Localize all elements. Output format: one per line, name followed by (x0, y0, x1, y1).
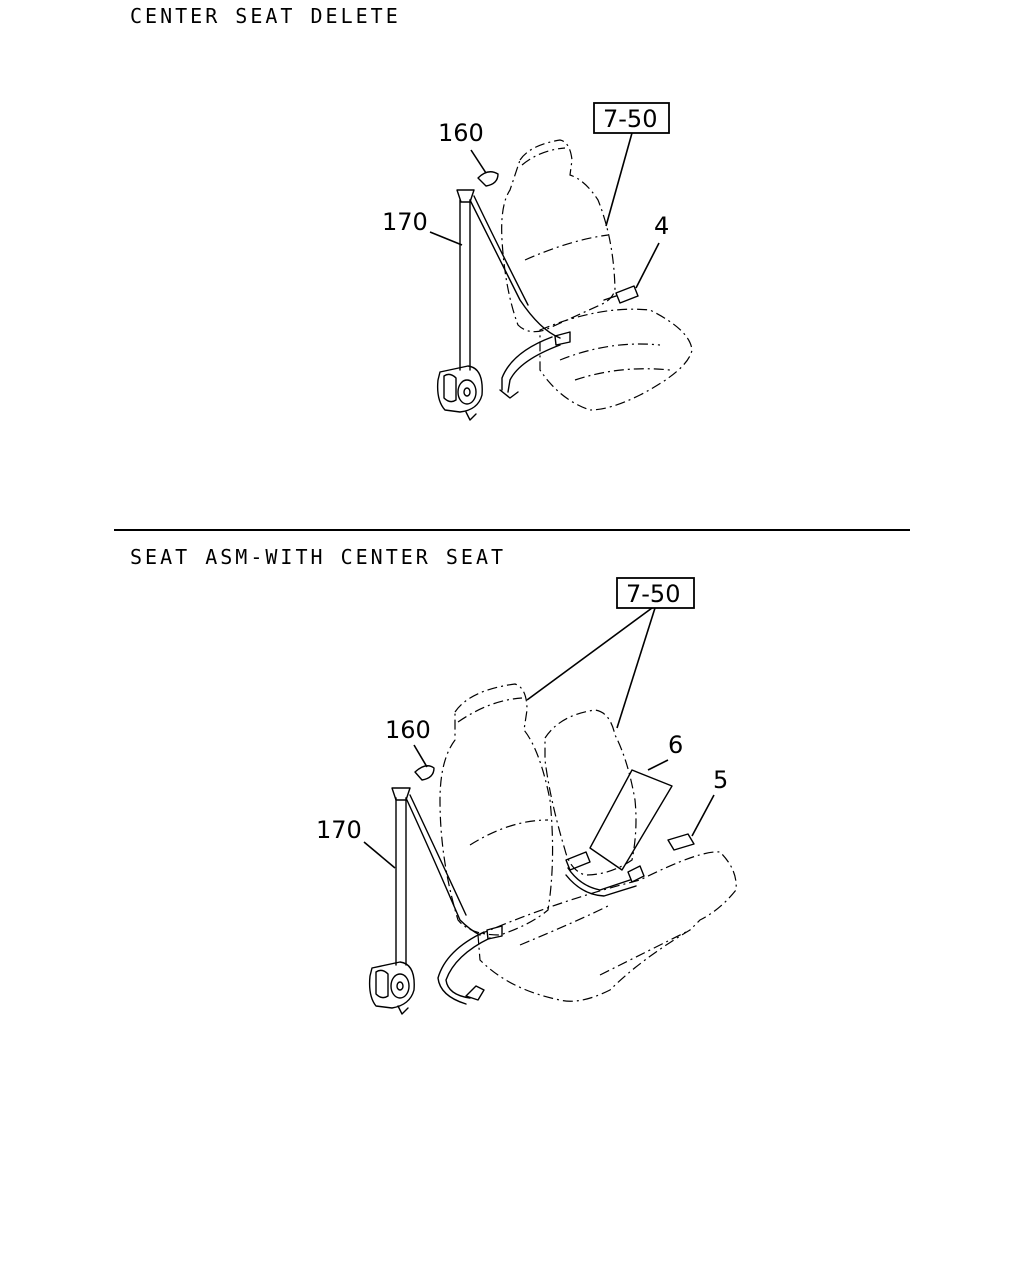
leader-7-50-a (526, 607, 653, 701)
seat-outline (501, 139, 693, 411)
leader-160-bottom (413, 744, 428, 768)
ref-box-7-50: 7-50 (593, 102, 670, 134)
buckle-5-part (667, 833, 695, 851)
belt-170-part (436, 189, 561, 421)
ref-box-label-bottom: 7-50 (626, 580, 680, 608)
callout-4: 4 (654, 212, 669, 240)
leader-5 (691, 794, 715, 837)
ref-box-label: 7-50 (603, 105, 657, 133)
callout-170: 170 (382, 208, 428, 236)
leader-170-bottom (363, 841, 396, 869)
section-title-seat-asm-with-center-seat: SEAT ASM-WITH CENTER SEAT (130, 545, 507, 569)
diagram-center-seat-delete: 7-50 160 170 4 (382, 102, 693, 421)
leader-6 (647, 759, 669, 771)
section-divider (114, 529, 910, 531)
section-title-center-seat-delete: CENTER SEAT DELETE (130, 4, 401, 28)
leader-7-50-b (616, 607, 656, 729)
leader-170 (429, 231, 463, 246)
anchor-160-part (477, 171, 499, 187)
belt-170-part-bottom (368, 787, 481, 1015)
ref-box-7-50-bottom: 7-50 (616, 577, 695, 609)
anchor-160-part-bottom (414, 765, 435, 781)
lap-belt (499, 331, 571, 399)
leader-4 (635, 242, 660, 289)
callout-160-bottom: 160 (385, 716, 431, 744)
callout-160: 160 (438, 119, 484, 147)
bench-seat-outline (439, 683, 737, 1002)
callout-5: 5 (713, 766, 728, 794)
center-belt-6 (565, 851, 645, 897)
leader-160 (470, 149, 487, 174)
callout-6: 6 (668, 731, 683, 759)
callout-6-wedge (589, 769, 673, 871)
buckle-4-part (603, 285, 639, 304)
callout-170-bottom: 170 (316, 816, 362, 844)
lap-belt-bottom (437, 925, 503, 1005)
leader-7-50 (605, 132, 633, 227)
